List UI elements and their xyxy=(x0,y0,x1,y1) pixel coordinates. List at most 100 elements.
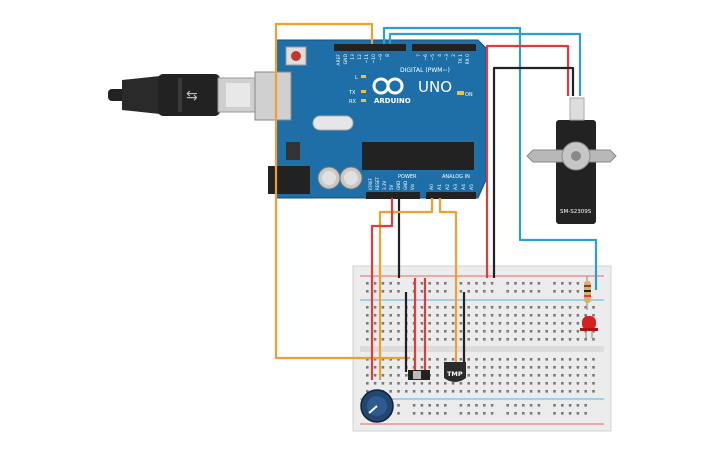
breadboard-hole xyxy=(576,374,580,377)
breadboard-hole xyxy=(561,338,564,341)
blue-wire-pin10 xyxy=(382,26,598,290)
breadboard-hole xyxy=(592,366,595,369)
breadboard-hole xyxy=(490,366,494,369)
breadboard-hole xyxy=(459,282,463,285)
breadboard-hole xyxy=(397,412,400,415)
breadboard-hole xyxy=(529,338,533,341)
breadboard-hole xyxy=(498,358,502,361)
breadboard-hole xyxy=(506,282,509,285)
breadboard-hole xyxy=(592,374,595,377)
on-led-label: ON xyxy=(465,92,473,98)
digital-pin-label: 12 xyxy=(357,54,363,60)
breadboard-hole xyxy=(537,412,541,415)
breadboard-hole xyxy=(490,374,494,377)
breadboard-hole xyxy=(475,366,478,369)
digital-pin-label: GND xyxy=(343,53,349,64)
temperature-sensor: TMP xyxy=(444,362,466,382)
breadboard-hole xyxy=(553,404,556,407)
breadboard-hole xyxy=(568,404,572,407)
breadboard-hole xyxy=(428,322,431,325)
breadboard-hole xyxy=(366,382,369,385)
breadboard-hole xyxy=(366,282,369,285)
breadboard-hole xyxy=(522,366,525,369)
servo-model-label: SM-S2309S xyxy=(560,209,592,215)
power-pin-label: Vin xyxy=(410,183,415,190)
breadboard-hole xyxy=(428,412,431,415)
breadboard-hole xyxy=(576,404,580,407)
breadboard-hole xyxy=(568,374,572,377)
breadboard-hole xyxy=(537,306,541,309)
breadboard-hole xyxy=(420,404,424,407)
breadboard-hole xyxy=(576,314,580,317)
breadboard-hole xyxy=(444,338,447,341)
breadboard-hole xyxy=(584,358,587,361)
l-led-label: L xyxy=(355,75,358,81)
breadboard-hole xyxy=(389,338,392,341)
breadboard-hole xyxy=(522,374,525,377)
breadboard-hole xyxy=(436,366,439,369)
breadboard-hole xyxy=(568,412,572,415)
breadboard-hole xyxy=(428,382,431,385)
breadboard-hole xyxy=(366,358,369,361)
breadboard-hole xyxy=(537,358,541,361)
breadboard-hole xyxy=(545,330,548,333)
breadboard-hole xyxy=(428,330,431,333)
breadboard-hole xyxy=(420,390,424,393)
slide-switch[interactable] xyxy=(408,370,430,380)
breadboard-hole xyxy=(490,330,494,333)
breadboard-hole xyxy=(436,338,439,341)
digital-pin-label: AREF xyxy=(336,54,342,66)
breadboard-hole xyxy=(475,290,478,293)
analog-label: ANALOG IN xyxy=(442,174,470,180)
breadboard-hole xyxy=(436,306,439,309)
breadboard-hole xyxy=(459,322,463,325)
breadboard-hole xyxy=(553,338,556,341)
breadboard-hole xyxy=(420,330,424,333)
potentiometer[interactable] xyxy=(360,389,394,423)
breadboard-hole xyxy=(420,338,424,341)
breadboard-hole xyxy=(506,404,509,407)
breadboard-hole xyxy=(444,404,447,407)
breadboard-hole xyxy=(553,330,556,333)
breadboard-hole xyxy=(467,404,470,407)
breadboard-hole xyxy=(568,358,572,361)
digital-pin-label: RX 0 xyxy=(465,54,471,65)
breadboard-hole xyxy=(545,314,548,317)
breadboard-hole xyxy=(584,404,587,407)
breadboard-hole xyxy=(506,382,509,385)
breadboard-hole xyxy=(366,330,369,333)
analog-pin-label: A3 xyxy=(453,184,459,190)
breadboard-hole xyxy=(545,306,548,309)
breadboard-hole xyxy=(522,282,525,285)
breadboard-hole xyxy=(389,314,392,317)
breadboard-hole xyxy=(444,322,447,325)
breadboard-hole xyxy=(397,306,400,309)
breadboard-hole xyxy=(397,358,400,361)
breadboard-hole xyxy=(420,358,424,361)
breadboard-hole xyxy=(506,338,509,341)
breadboard-hole xyxy=(389,282,392,285)
breadboard-hole xyxy=(514,282,517,285)
breadboard-hole xyxy=(475,412,478,415)
breadboard-hole xyxy=(459,314,463,317)
breadboard-hole xyxy=(467,412,470,415)
rx-led-label: RX xyxy=(349,99,356,105)
breadboard-hole xyxy=(389,330,392,333)
breadboard-hole xyxy=(568,306,572,309)
breadboard-hole xyxy=(373,290,377,293)
breadboard-hole xyxy=(490,322,494,325)
tx-led-label: TX xyxy=(348,90,356,96)
breadboard-hole xyxy=(397,330,400,333)
breadboard-hole xyxy=(475,306,478,309)
digital-label: DIGITAL (PWM~) xyxy=(400,67,450,74)
digital-pin-label: 4 xyxy=(437,54,443,57)
digital-pin-label: ~10 xyxy=(371,54,377,64)
breadboard-hole xyxy=(436,282,439,285)
breadboard-hole xyxy=(553,358,556,361)
breadboard-hole xyxy=(459,338,463,341)
breadboard-hole xyxy=(428,314,431,317)
breadboard-hole xyxy=(514,358,517,361)
breadboard-hole xyxy=(483,404,486,407)
